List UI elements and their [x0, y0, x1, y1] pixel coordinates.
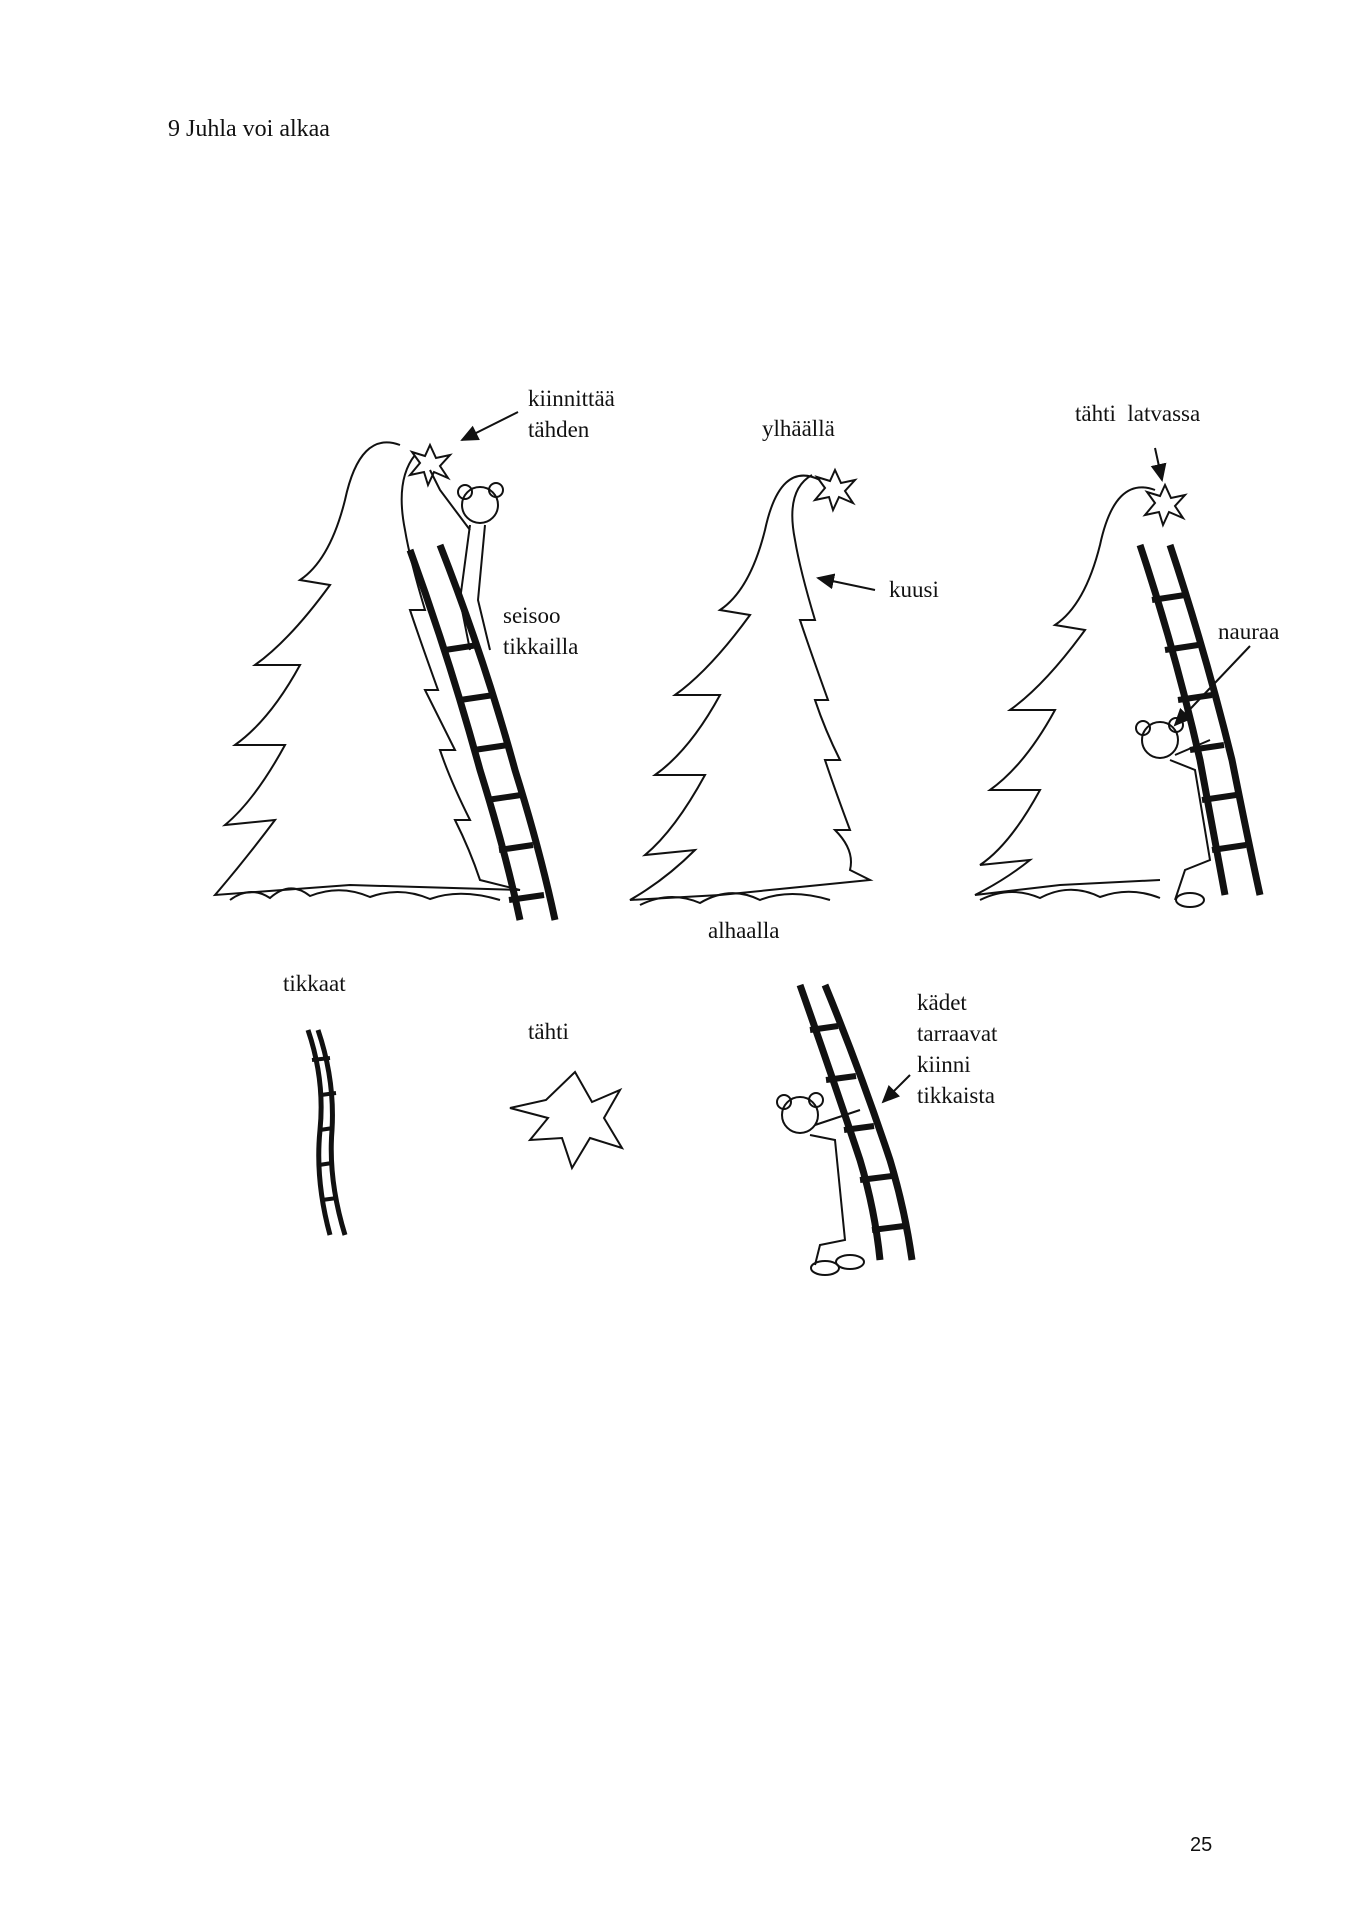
tree-1-outline [212, 441, 521, 897]
tree-1-star-icon [407, 442, 453, 488]
label-alhaalla: alhaalla [708, 918, 780, 943]
arrow-kiinnittaa [460, 411, 519, 441]
tree-2-grass [639, 892, 831, 906]
tree-2-illustration [629, 467, 874, 906]
tree-3-ladder [1136, 543, 1264, 896]
tree-1-illustration [212, 441, 559, 921]
label-tahti-latvassa: tähti latvassa [1075, 401, 1201, 426]
label-seisoo-tikkailla: seisoo tikkailla [503, 603, 579, 659]
page-heading: 9 Juhla voi alkaa [168, 116, 330, 142]
tree-1-ladder-rungs [444, 642, 545, 903]
arrow-kuusi [816, 573, 876, 591]
label-nauraa: nauraa [1218, 619, 1280, 644]
arrow-nauraa [1173, 645, 1251, 727]
tree-1-grass [229, 887, 501, 901]
tree-1-climber [429, 469, 504, 651]
label-kadet-tarraavat: kädet tarraavat kiinni tikkaista [917, 990, 998, 1108]
tree-3-grass [979, 888, 1161, 901]
tree-3-star-icon [1142, 482, 1188, 528]
figure-with-ladder-illustration [776, 983, 916, 1276]
label-kuusi: kuusi [889, 577, 939, 602]
page-number: 25 [1190, 1834, 1213, 1856]
tree-1-ladder [406, 543, 559, 921]
tree-3-illustration [974, 482, 1264, 908]
arrow-tahti-latvassa [1150, 447, 1167, 482]
ladder-illustration [305, 1029, 348, 1236]
arrow-kadet [881, 1074, 911, 1104]
label-tikkaat: tikkaat [283, 971, 346, 996]
tree-3-ladder-rungs [1151, 592, 1247, 853]
label-ylhaalla: ylhäällä [762, 416, 835, 441]
tree-2-outline [629, 474, 874, 901]
label-tahti: tähti [528, 1019, 569, 1044]
label-kiinnittaa-tahden: kiinnittää tähden [528, 386, 615, 442]
tree-3-outline [974, 486, 1161, 896]
tree-2-star-icon [812, 467, 858, 513]
star-icon [509, 1070, 625, 1171]
